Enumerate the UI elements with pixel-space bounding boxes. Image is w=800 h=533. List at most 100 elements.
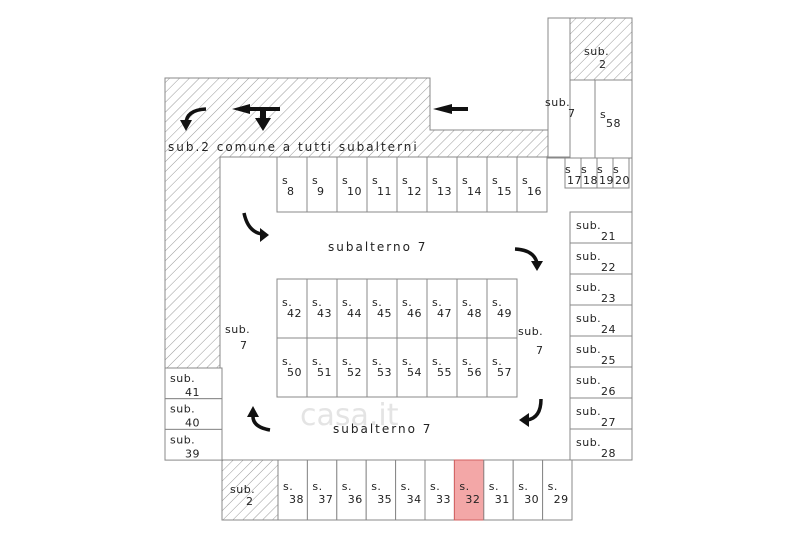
space-prefix: s bbox=[522, 174, 528, 187]
space-number: 48 bbox=[467, 307, 482, 320]
space-number: 36 bbox=[348, 493, 363, 506]
curved-arrow-icon bbox=[180, 107, 207, 131]
space-number: 55 bbox=[437, 366, 452, 379]
space-prefix: sub. bbox=[170, 372, 195, 385]
space-number: 29 bbox=[554, 493, 569, 506]
space-prefix: s. bbox=[462, 355, 472, 368]
space-prefix: s. bbox=[492, 355, 502, 368]
space-number: 51 bbox=[317, 366, 332, 379]
space-number: 25 bbox=[601, 354, 616, 367]
parking-space-52: s.52 bbox=[336, 337, 368, 398]
space-prefix: s. bbox=[462, 296, 472, 309]
parking-space-18: s18 bbox=[580, 157, 598, 189]
curved-arrow-icon bbox=[247, 406, 271, 432]
parking-space-16: s16 bbox=[516, 156, 548, 213]
space-number: 49 bbox=[497, 307, 512, 320]
space-prefix: s. bbox=[492, 296, 502, 309]
parking-space-8: s8 bbox=[276, 156, 308, 213]
aisle-label-bottom: subalterno 7 bbox=[333, 422, 432, 436]
space-number: 13 bbox=[437, 185, 452, 198]
space-prefix: s. bbox=[342, 480, 352, 493]
space-number: 10 bbox=[347, 185, 362, 198]
space-number: 50 bbox=[287, 366, 302, 379]
space-prefix: s. bbox=[372, 355, 382, 368]
parking-space-57: s.57 bbox=[486, 337, 518, 398]
space-prefix: s. bbox=[432, 355, 442, 368]
parking-space-36: s.36 bbox=[336, 459, 367, 521]
curved-arrow-icon bbox=[514, 247, 543, 271]
space-number: 14 bbox=[467, 185, 482, 198]
parking-space-51: s.51 bbox=[306, 337, 338, 398]
space-prefix: s bbox=[613, 163, 619, 176]
space-prefix: s bbox=[462, 174, 468, 187]
space-prefix: sub. bbox=[576, 219, 601, 232]
parking-space-22: sub.22 bbox=[569, 242, 633, 275]
space-prefix: s. bbox=[489, 480, 499, 493]
common-area-label: sub.2 comune a tutti subalterni bbox=[168, 140, 419, 154]
parking-space-43: s.43 bbox=[306, 278, 338, 339]
space-number: 17 bbox=[567, 174, 582, 187]
space-number: 37 bbox=[318, 493, 333, 506]
space-number: 27 bbox=[601, 416, 616, 429]
space-prefix: s. bbox=[459, 480, 469, 493]
space-number: 16 bbox=[527, 185, 542, 198]
parking-space-35: s.35 bbox=[365, 459, 397, 521]
parking-space-12: s12 bbox=[396, 156, 428, 213]
space-number: 47 bbox=[437, 307, 452, 320]
space-prefix: sub. bbox=[576, 374, 601, 387]
parking-space-21: sub.21 bbox=[569, 211, 633, 244]
space-prefix: s. bbox=[401, 480, 411, 493]
sub2-bottom-hatch bbox=[221, 459, 279, 521]
parking-space-53: s.53 bbox=[366, 337, 398, 398]
parking-space-34: s.34 bbox=[395, 459, 426, 521]
parking-space-55: s.55 bbox=[426, 337, 458, 398]
space-number: 44 bbox=[347, 307, 362, 320]
s58-prefix: s bbox=[600, 108, 606, 121]
sub7-right-num: 7 bbox=[536, 344, 544, 357]
parking-space-39: sub.39 bbox=[164, 428, 223, 461]
space-number: 57 bbox=[497, 366, 512, 379]
parking-space-32: s.32 bbox=[453, 459, 485, 521]
space-prefix: s. bbox=[282, 296, 292, 309]
sub7-right-prefix: sub. bbox=[518, 325, 543, 338]
parking-space-47: s.47 bbox=[426, 278, 458, 339]
space-number: 38 bbox=[289, 493, 304, 506]
sub2-bottom-num: 2 bbox=[246, 495, 254, 508]
space-prefix: s. bbox=[282, 355, 292, 368]
space-prefix: s bbox=[432, 174, 438, 187]
parking-space-33: s.33 bbox=[424, 459, 455, 521]
space-prefix: s bbox=[597, 163, 603, 176]
space-prefix: s. bbox=[342, 296, 352, 309]
space-number: 28 bbox=[601, 447, 616, 460]
curved-arrow-icon bbox=[242, 212, 269, 242]
space-number: 12 bbox=[407, 185, 422, 198]
space-prefix: s. bbox=[432, 296, 442, 309]
space-number: 26 bbox=[601, 385, 616, 398]
space-number: 21 bbox=[601, 230, 616, 243]
space-prefix: s. bbox=[430, 480, 440, 493]
parking-space-37: s.37 bbox=[306, 459, 338, 521]
parking-space-42: s.42 bbox=[276, 278, 308, 339]
space-prefix: s. bbox=[283, 480, 293, 493]
parking-space-56: s.56 bbox=[456, 337, 488, 398]
parking-space-40: sub.40 bbox=[164, 398, 223, 430]
parking-space-10: s10 bbox=[336, 156, 368, 213]
sub2-top-prefix: sub. bbox=[584, 45, 609, 58]
space-prefix: sub. bbox=[576, 312, 601, 325]
arrow-left-icon bbox=[433, 104, 468, 114]
space-prefix: s. bbox=[312, 355, 322, 368]
parking-space-31: s.31 bbox=[483, 459, 514, 521]
parking-space-41: sub.41 bbox=[164, 367, 223, 400]
space-prefix: s. bbox=[518, 480, 528, 493]
space-number: 54 bbox=[407, 366, 422, 379]
space-prefix: sub. bbox=[576, 405, 601, 418]
space-number: 22 bbox=[601, 261, 616, 274]
space-prefix: s. bbox=[312, 480, 322, 493]
space-number: 52 bbox=[347, 366, 362, 379]
space-number: 32 bbox=[465, 493, 480, 506]
aisle-label-top: subalterno 7 bbox=[328, 240, 427, 254]
space-number: 20 bbox=[615, 174, 630, 187]
parking-space-46: s.46 bbox=[396, 278, 428, 339]
space-number: 43 bbox=[317, 307, 332, 320]
